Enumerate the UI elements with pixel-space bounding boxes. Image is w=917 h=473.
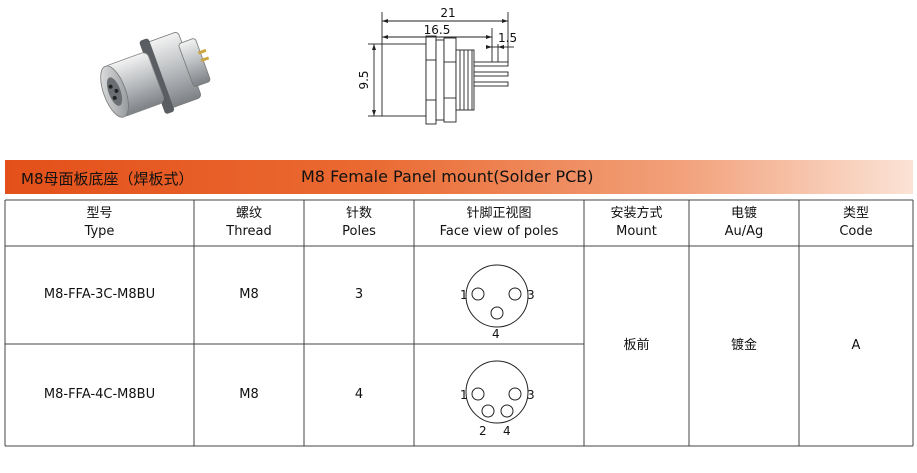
row2-thread: M8 <box>239 387 259 402</box>
dim-overall: 21 <box>440 6 455 20</box>
row2-type: M8-FFA-4C-M8BU <box>43 387 156 402</box>
row2-poles: 4 <box>354 387 364 402</box>
plating-value: 镀金 <box>730 338 757 353</box>
row1-pin-bottom: 4 <box>492 327 500 341</box>
header-mount: 安装方式 Mount <box>610 206 663 239</box>
row1-pin-left: 1 <box>460 288 468 302</box>
row1-poles: 3 <box>354 287 364 302</box>
row2-face-view: 1 3 2 4 <box>460 360 535 438</box>
banner-title-cn: M8母面板底座（焊板式） <box>21 170 194 188</box>
dim-pin: 1.5 <box>498 31 517 45</box>
header-face-view: 针脚正视图 Face view of poles <box>439 206 559 239</box>
section-banner: M8母面板底座（焊板式） M8 Female Panel mount(Solde… <box>5 160 913 194</box>
row2-pin-bottom-right: 4 <box>503 424 511 438</box>
mount-value: 板前 <box>623 338 650 353</box>
header-poles: 针数 Poles <box>342 206 376 239</box>
row2-pin-right: 3 <box>527 388 535 402</box>
row1-thread: M8 <box>239 287 259 302</box>
header-plating: 电镀 Au/Ag <box>724 206 764 239</box>
header-thread: 螺纹 Thread <box>226 206 272 239</box>
dimension-drawing: 21 16.5 1.5 9.5 <box>357 6 517 125</box>
dim-body: 16.5 <box>424 23 451 37</box>
row2-pin-bottom-left: 2 <box>479 424 487 438</box>
row1-face-view: 1 3 4 <box>460 264 535 341</box>
row1-type: M8-FFA-3C-M8BU <box>43 287 156 302</box>
row1-pin-right: 3 <box>527 288 535 302</box>
connector-photo <box>100 32 211 118</box>
banner-title-en: M8 Female Panel mount(Solder PCB) <box>301 167 594 186</box>
code-value: A <box>851 338 861 353</box>
header-code: 类型 Code <box>839 206 873 239</box>
dim-height: 9.5 <box>357 70 371 89</box>
row2-pin-left: 1 <box>460 388 468 402</box>
header-type: 型号 Type <box>84 206 115 239</box>
